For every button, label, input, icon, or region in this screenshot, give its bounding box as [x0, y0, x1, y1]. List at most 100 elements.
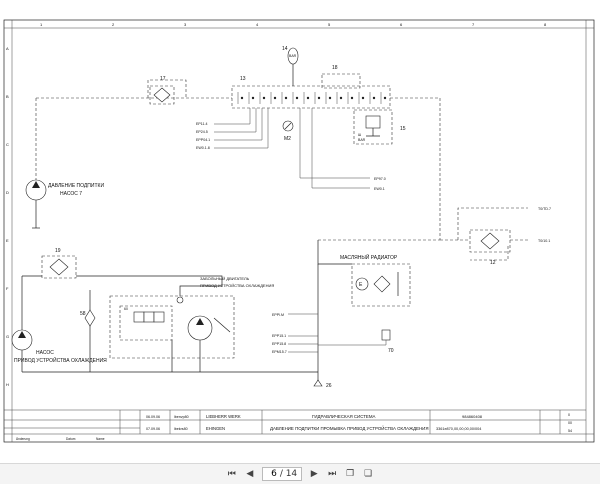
label-70: 70 [388, 348, 394, 354]
label-pump-7-b: НАСОС 7 [60, 191, 82, 197]
title-date2: 07.09.06 [146, 427, 160, 431]
pages-icon[interactable]: ❏ [364, 469, 373, 479]
copy-icon[interactable]: ❐ [346, 469, 355, 479]
grid-col-label: 1 [40, 22, 43, 27]
title-row-a: Änderung [16, 437, 30, 441]
page-total: / 14 [279, 469, 298, 479]
filter-12-icon [480, 232, 500, 250]
title-drawing-no: 984860408 [462, 414, 483, 419]
title-doc-no: 3361e870,00,00,00,00/004 [436, 427, 481, 431]
grid-row-label: G [6, 334, 9, 339]
label-15-a: Ш [358, 133, 361, 137]
grid-row-label: C [6, 142, 9, 147]
svg-text:E: E [359, 282, 363, 288]
valve-block-13 [231, 85, 391, 109]
port-label: EPM15.7 [272, 350, 287, 354]
title-city: EHINGEN [206, 426, 225, 431]
next-page-icon[interactable]: ▶ [310, 469, 318, 479]
title-desc: ДАВЛЕНИЕ ПОДПИТКИ ПРОМЫВКА ПРИВОД УСТРОЙ… [270, 426, 429, 431]
title-user1: lbenvp80 [174, 415, 189, 419]
label-14: 14 [282, 46, 288, 52]
label-18: 18 [332, 65, 338, 71]
title-company: LIEBHERR WERK [206, 414, 241, 419]
valve-node [251, 96, 255, 100]
first-page-icon[interactable]: ⏮ [227, 469, 236, 479]
label-14-bar: BAR [289, 54, 297, 58]
valve-node [317, 96, 321, 100]
label-26: 26 [326, 383, 332, 389]
port-label: EPP15.1 [272, 334, 286, 338]
label-19: 19 [55, 248, 61, 254]
title-user2: lbekrs80 [174, 427, 188, 431]
valve-node [328, 96, 332, 100]
prev-page-icon[interactable]: ◀ [246, 469, 254, 479]
grid-col-label: 5 [328, 22, 331, 27]
title-sheet-c: 54 [568, 429, 572, 433]
filter-19-icon [49, 258, 69, 276]
sensor-70 [381, 329, 391, 341]
label-58: 58 [80, 311, 86, 317]
valve-node [284, 96, 288, 100]
title-date1: 06.09.06 [146, 415, 160, 419]
filter-19-box [41, 255, 77, 279]
port-label: EW0.1.8 [196, 146, 210, 150]
port-label: T0/10.1 [538, 239, 550, 243]
grid-col-label: 6 [400, 22, 403, 27]
port-label: T0/TD.7 [538, 207, 551, 211]
valve-node [339, 96, 343, 100]
grid-row-label: A [6, 46, 9, 51]
port-label: EP24.5 [196, 130, 208, 134]
tank-26 [313, 379, 323, 387]
label-12: 12 [490, 260, 496, 266]
check-valve-58 [84, 309, 96, 327]
label-pump-7: ДАВЛЕНИЕ ПОДПИТКИ [48, 183, 104, 189]
valve-node [306, 96, 310, 100]
pressure-switch-15 [353, 109, 393, 145]
port-label: EP11.4 [196, 122, 208, 126]
grid-col-label: 7 [472, 22, 475, 27]
port-label: EW0.1 [374, 187, 385, 191]
title-row-c: Name [96, 437, 105, 441]
label-pump-cool: НАСОС [36, 350, 54, 356]
title-block: ГИДРАВЛИЧЕСКАЯ СИСТЕМА ДАВЛЕНИЕ ПОДПИТКИ… [4, 409, 586, 441]
grid-row-label: D [6, 190, 9, 195]
grid-row-label: B [6, 94, 9, 99]
label-motor: ЗАБОЛЬНЫЙ ДВИГАТЕЛЬ [200, 276, 250, 281]
title-system: ГИДРАВЛИЧЕСКАЯ СИСТЕМА [312, 414, 376, 419]
port-label: EPPl.M [272, 313, 284, 317]
pdf-toolbar: ⏮ ◀ / 14 ▶ ⏭ ❐ ❏ [0, 463, 600, 484]
valve-node [361, 96, 365, 100]
valve-node [295, 96, 299, 100]
port-label: EPP15.8 [272, 342, 286, 346]
filter-17-icon [153, 87, 171, 103]
filter-17-box [149, 85, 175, 105]
valve-node [350, 96, 354, 100]
valve-18 [321, 73, 361, 89]
page-indicator: / 14 [261, 467, 303, 481]
valve-node [372, 96, 376, 100]
grid-row-label: H [6, 382, 9, 387]
frame [3, 19, 595, 443]
last-page-icon[interactable]: ⏭ [328, 469, 337, 479]
label-15: 15 [400, 126, 406, 132]
grid-row-label: E [6, 238, 9, 243]
grid-row-label: F [6, 286, 9, 291]
label-motor-b: ПРИВОД УСТРОЙСТВА ОХЛАЖДЕНИЯ [200, 283, 274, 288]
valve-node [262, 96, 266, 100]
valve-node [240, 96, 244, 100]
valve-node [383, 96, 387, 100]
label-13: 13 [240, 76, 246, 82]
grid-col-label: 3 [184, 22, 187, 27]
grid-col-label: 2 [112, 22, 115, 27]
title-sheet-b: 00 [568, 421, 572, 425]
label-15-b: BAR [358, 138, 366, 142]
port-label: EPP04.1 [196, 138, 210, 142]
grid-col-label: 8 [544, 22, 547, 27]
port-label: EP97.0 [374, 177, 386, 181]
page-number-input[interactable] [266, 469, 277, 479]
title-sheet-a: 0 [568, 413, 570, 417]
label-radiator: МАСЛЯНЫЙ РАДИАТОР [340, 253, 398, 261]
valve-node [273, 96, 277, 100]
